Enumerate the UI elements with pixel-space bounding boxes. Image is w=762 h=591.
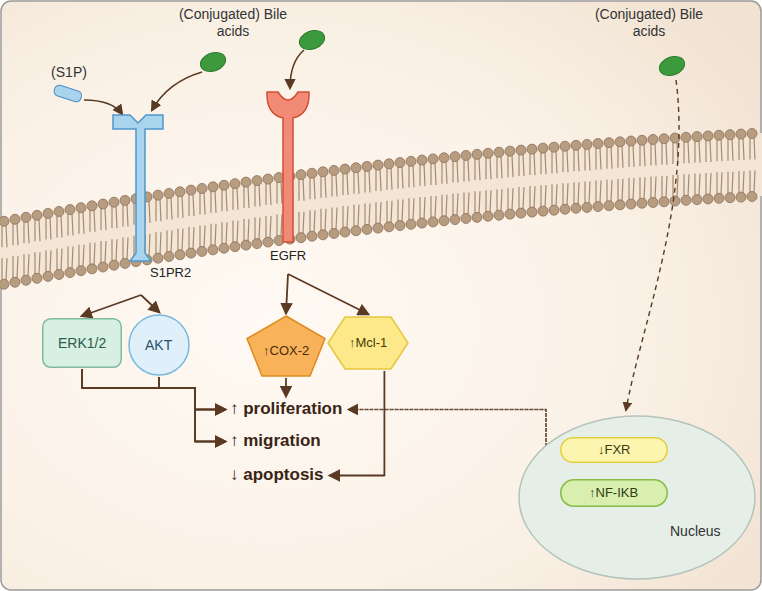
bile-acid-molecule bbox=[297, 27, 328, 53]
molecule-label: (Conjugated) Bile acids bbox=[594, 6, 704, 40]
nucleus: Nucleus ↓FXR ↑NF-IKB bbox=[518, 415, 756, 580]
receptor-label: S1PR2 bbox=[150, 265, 191, 281]
s1p-molecule bbox=[53, 84, 83, 103]
egfr-outline bbox=[253, 92, 323, 272]
molecule-label: (Conjugated) Bile acids bbox=[178, 6, 288, 40]
egfr-shape bbox=[267, 92, 309, 242]
outcome-label: ↑ proliferation bbox=[230, 399, 342, 419]
outcome-text: ↑ migration bbox=[228, 430, 323, 453]
outcome-label: ↑ migration bbox=[230, 431, 321, 451]
arrow-connector bbox=[141, 295, 159, 312]
binding-arrow bbox=[152, 72, 202, 110]
protein-hexagon: ↑Mcl-1 bbox=[327, 316, 409, 370]
receptor-egfr: EGFR bbox=[253, 92, 323, 272]
factor-pill: ↓FXR bbox=[560, 437, 668, 463]
outcome-text: ↑ proliferation bbox=[228, 398, 345, 421]
kinase-circle: AKT bbox=[128, 314, 190, 376]
factor-pill: ↑NF-IKB bbox=[560, 479, 668, 507]
receptor-s1pr2: S1PR2 bbox=[108, 115, 208, 293]
cell-membrane bbox=[0, 129, 762, 290]
arrow-connector bbox=[159, 377, 225, 410]
binding-arrow bbox=[290, 50, 304, 88]
receptor-label: EGFR bbox=[270, 248, 306, 264]
arrow-connector bbox=[286, 274, 288, 313]
bile-acid-molecule bbox=[198, 49, 229, 75]
kinase-label: ERK1/2 bbox=[58, 335, 106, 352]
arrow-connector bbox=[82, 369, 225, 442]
pentagon-shape bbox=[247, 316, 325, 376]
protein-pentagon: ↑COX-2 bbox=[246, 315, 326, 377]
circle-shape bbox=[129, 315, 189, 375]
binding-arrow bbox=[84, 100, 122, 114]
protein-label: ↑Mcl-1 bbox=[349, 335, 387, 351]
nucleus-label: Nucleus bbox=[670, 523, 721, 540]
factor-label: ↑NF-IKB bbox=[589, 485, 638, 501]
outcome-label: ↓ apoptosis bbox=[230, 465, 324, 485]
arrow-connector bbox=[285, 378, 287, 396]
kinase-label: AKT bbox=[145, 337, 172, 354]
hexagon-shape bbox=[328, 317, 408, 369]
arrow-connector bbox=[288, 274, 368, 314]
arrow-connector bbox=[82, 295, 141, 316]
rect-shape bbox=[43, 319, 122, 368]
kinase-box: ERK1/2 bbox=[42, 318, 122, 368]
dotted-connector bbox=[349, 410, 558, 451]
diffusion-arrow bbox=[626, 80, 679, 410]
factor-label: ↓FXR bbox=[598, 442, 631, 458]
pill-shape bbox=[561, 438, 668, 463]
outcome-text: ↓ apoptosis bbox=[228, 464, 326, 487]
s1pr2-shape bbox=[113, 115, 163, 261]
protein-label: ↑COX-2 bbox=[263, 343, 309, 359]
molecule-label: (S1P) bbox=[34, 64, 104, 81]
arrow-connector bbox=[330, 371, 384, 476]
bile-acid-molecule bbox=[657, 53, 688, 79]
pill-shape bbox=[561, 480, 668, 507]
arrow-connector bbox=[159, 377, 225, 442]
ellipse-shape bbox=[519, 416, 755, 579]
